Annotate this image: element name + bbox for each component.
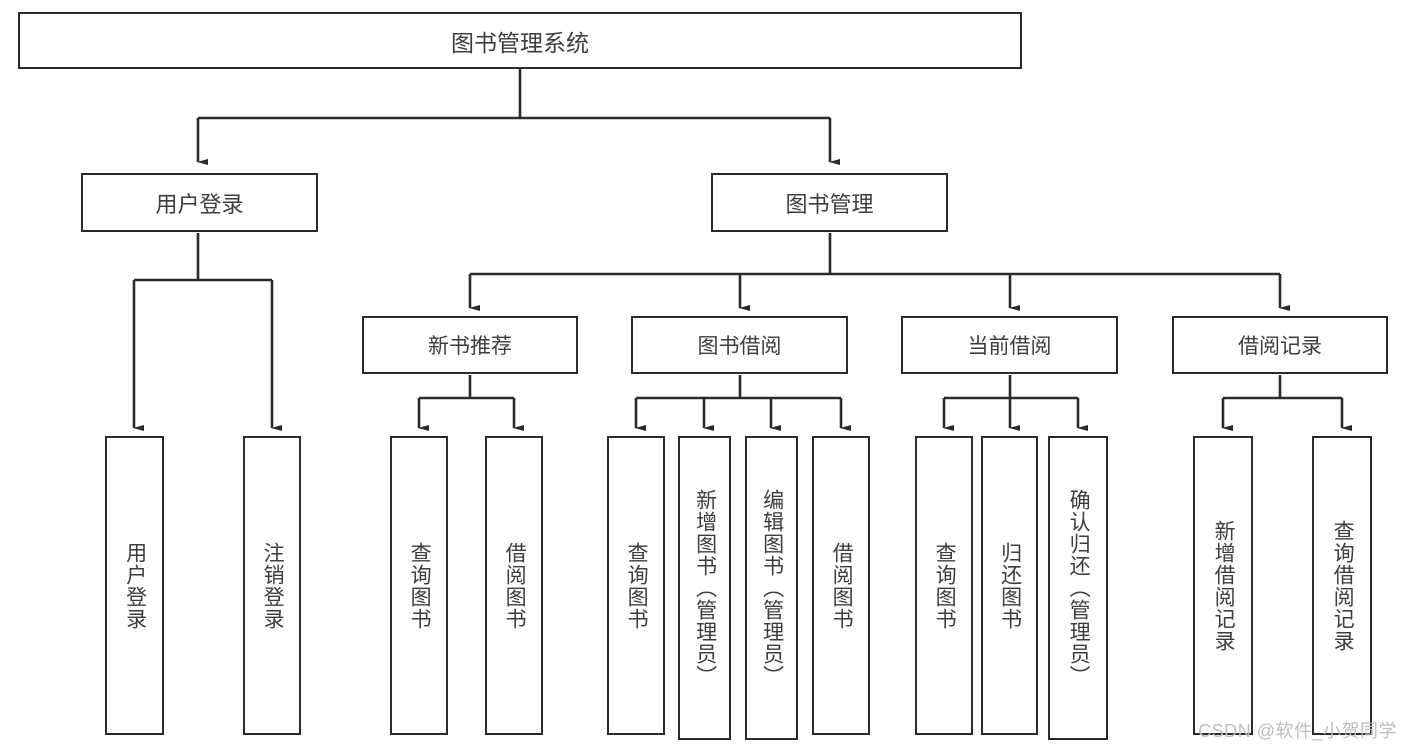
leaf-add-book-admin[interactable]: 新增图书（管理员） — [678, 436, 731, 740]
node-label: 用户登录 — [155, 191, 244, 217]
node-label: 查询图书 — [933, 541, 957, 630]
node-label: 查询借阅记录 — [1331, 519, 1355, 652]
node-label: 归还图书 — [998, 541, 1022, 630]
node-label: 借阅记录 — [1238, 335, 1322, 358]
node-label: 图书管理 — [785, 191, 874, 217]
node-label: 新书推荐 — [428, 335, 512, 358]
node-label: 确认归还（管理员） — [1067, 489, 1091, 687]
node-label: 图书管理系统 — [451, 29, 589, 56]
leaf-edit-book-admin[interactable]: 编辑图书（管理员） — [745, 436, 798, 740]
node-borrow-record[interactable]: 借阅记录 — [1172, 316, 1388, 374]
node-label: 当前借阅 — [967, 335, 1052, 358]
node-label: 编辑图书（管理员） — [760, 489, 784, 687]
node-label: 借阅图书 — [830, 541, 854, 630]
leaf-query-book-current[interactable]: 查询图书 — [915, 436, 973, 735]
leaf-user-logout[interactable]: 注销登录 — [243, 436, 301, 735]
leaf-return-book[interactable]: 归还图书 — [981, 436, 1038, 735]
node-label: 查询图书 — [408, 541, 432, 630]
node-label: 查询图书 — [625, 541, 649, 630]
node-root-system[interactable]: 图书管理系统 — [18, 12, 1022, 69]
leaf-query-book-borrow[interactable]: 查询图书 — [607, 436, 665, 735]
leaf-query-borrow-record[interactable]: 查询借阅记录 — [1312, 436, 1372, 735]
leaf-query-book-recommend[interactable]: 查询图书 — [390, 436, 448, 735]
leaf-borrow-book[interactable]: 借阅图书 — [812, 436, 870, 735]
watermark-text: CSDN @软件_小贺同学 — [1198, 721, 1397, 741]
node-user-login[interactable]: 用户登录 — [81, 173, 318, 232]
leaf-borrow-book-recommend[interactable]: 借阅图书 — [485, 436, 543, 735]
node-label: 新增借阅记录 — [1212, 519, 1236, 652]
node-current-borrow[interactable]: 当前借阅 — [901, 316, 1118, 374]
node-label: 注销登录 — [261, 541, 285, 630]
node-book-management[interactable]: 图书管理 — [711, 173, 948, 232]
node-label: 新增图书（管理员） — [693, 489, 717, 687]
leaf-add-borrow-record[interactable]: 新增借阅记录 — [1193, 436, 1253, 735]
node-new-book-recommend[interactable]: 新书推荐 — [362, 316, 578, 374]
node-label: 用户登录 — [123, 541, 147, 630]
node-book-borrow[interactable]: 图书借阅 — [631, 316, 848, 374]
node-label: 图书借阅 — [697, 335, 782, 358]
leaf-confirm-return-admin[interactable]: 确认归还（管理员） — [1048, 436, 1108, 740]
node-label: 借阅图书 — [503, 541, 527, 630]
leaf-user-login[interactable]: 用户登录 — [105, 436, 164, 735]
